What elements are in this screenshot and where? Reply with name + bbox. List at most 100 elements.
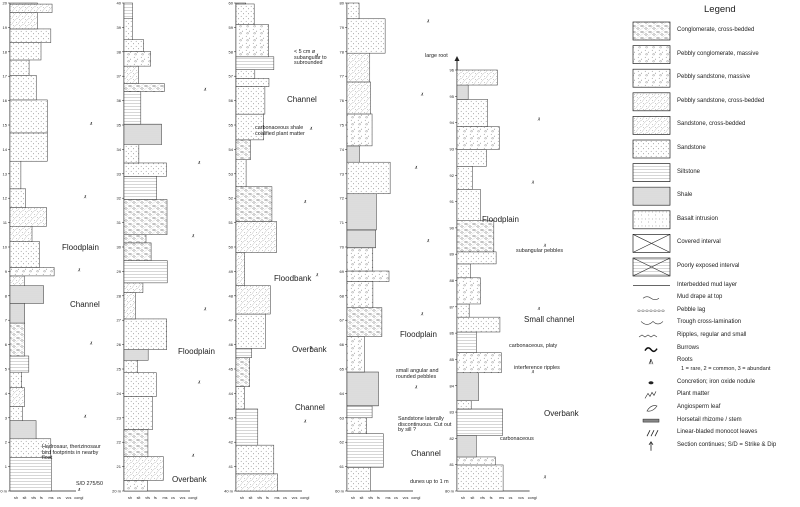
bed — [346, 229, 376, 249]
bed — [123, 39, 144, 52]
bed — [9, 387, 25, 407]
bed — [235, 78, 270, 87]
bed — [456, 263, 471, 279]
legend-box — [632, 92, 671, 112]
bed — [123, 176, 157, 200]
tick-label: 10 — [3, 245, 8, 250]
tick-label: 50 — [229, 245, 234, 250]
tick-label: 26 — [117, 342, 122, 347]
legend-symbol-box-siltstone — [632, 163, 671, 182]
legend-pebble — [637, 309, 641, 312]
tick-label: 43 — [229, 415, 234, 420]
tick-label: 32 — [117, 196, 122, 201]
bed — [9, 241, 40, 268]
legend-pebble — [653, 309, 657, 312]
bed — [456, 189, 481, 221]
bed — [235, 3, 255, 25]
legend-symbol-box-shale — [632, 186, 671, 206]
legend-label-monocot: Linear-bladed monocot leaves — [677, 429, 758, 436]
grain-size-label: vcs — [403, 496, 409, 500]
plant-mark — [315, 273, 319, 277]
bed — [235, 444, 275, 475]
bed — [123, 65, 139, 84]
plant-mark — [197, 380, 201, 384]
tick-label: 69 — [340, 269, 345, 274]
bed — [235, 69, 256, 79]
legend-label-pebble-lag: Pebble lag — [677, 306, 706, 313]
tick-label: 5 — [5, 367, 8, 372]
note-floodplain-1: Floodplain — [62, 243, 99, 252]
bed — [9, 3, 53, 13]
grain-size-label: vfs — [145, 496, 150, 500]
bed — [235, 252, 245, 286]
bed — [9, 457, 52, 492]
bed — [235, 139, 251, 161]
tick-label: 17 — [3, 74, 8, 79]
plant-mark — [77, 268, 81, 272]
legend-label-arrow-up: Section continues; S/D = Strike & Dip — [677, 441, 777, 448]
grain-size-label: vfs — [368, 496, 373, 500]
tick-label: 73 — [340, 171, 345, 176]
legend-label-box-basalt: Basalt intrusion — [677, 215, 719, 222]
tick-label: 47 — [229, 318, 234, 323]
tick-label: 91 — [450, 199, 455, 204]
bed — [123, 318, 167, 350]
legend-symbol-horsetail — [642, 418, 660, 423]
plant-mark — [83, 195, 87, 199]
note-channel-3a: Channel — [287, 95, 317, 104]
legend-symbol-box-sandstone-crossbedded — [632, 116, 671, 135]
bed — [235, 473, 278, 492]
tick-label: 90 — [450, 225, 455, 230]
bed — [9, 371, 22, 388]
tick-label: 29 — [117, 269, 122, 274]
bed — [9, 420, 37, 440]
grain-size-label: vcs — [518, 496, 524, 500]
tick-label: 7 — [5, 318, 8, 323]
tick-label: 59 — [229, 25, 234, 30]
tick-label: 84 — [450, 383, 455, 388]
section-column-4: 60 m616263646566676869707172737475767778… — [335, 1, 430, 500]
plant-mark — [203, 87, 207, 91]
plant-mark — [420, 312, 424, 316]
bed — [123, 360, 138, 373]
bed — [456, 456, 496, 466]
tick-label: 13 — [3, 171, 8, 176]
bed — [123, 83, 165, 92]
bed — [346, 336, 365, 373]
legend-symbol-box-pebbly-conglomerate — [632, 45, 671, 64]
plant-mark — [420, 92, 424, 96]
note-sandstone-discontinuous: Sandstone laterally discontinuous. Cut o… — [398, 416, 452, 434]
bed — [235, 348, 252, 358]
bed — [9, 59, 30, 76]
bed — [9, 160, 22, 190]
bed — [9, 285, 44, 304]
grain-size-label: fs — [40, 496, 43, 500]
grain-size-label: cs — [509, 496, 513, 500]
tick-label: 2 — [5, 440, 8, 445]
legend-label-concretion: Concretion; iron oxide nodule — [677, 378, 756, 385]
tick-label: 67 — [340, 318, 345, 323]
tick-label: 94 — [450, 120, 455, 125]
tick-label: 40 — [117, 1, 122, 6]
tick-label: 71 — [340, 220, 345, 225]
grain-size-label: slt — [360, 496, 365, 500]
bed — [346, 247, 374, 272]
tick-label: 92 — [450, 173, 455, 178]
legend-pebble — [657, 309, 661, 312]
tick-label: 20 — [3, 1, 8, 6]
bed — [123, 242, 152, 261]
tick-label: 70 — [340, 245, 345, 250]
bed — [123, 260, 168, 284]
tick-label: 18 — [3, 49, 8, 54]
tick-label: 42 — [229, 440, 234, 445]
grain-size-label: vcs — [66, 496, 72, 500]
legend-label-plant-matter: Plant matter — [677, 391, 710, 398]
note-floodplain-5: Floodplain — [482, 215, 519, 224]
tick-label: 54 — [229, 147, 234, 152]
bed — [235, 186, 273, 222]
note-strike-dip: S/D 275/50 — [76, 481, 103, 487]
legend-pebble — [641, 309, 645, 312]
tick-label: 33 — [117, 171, 122, 176]
